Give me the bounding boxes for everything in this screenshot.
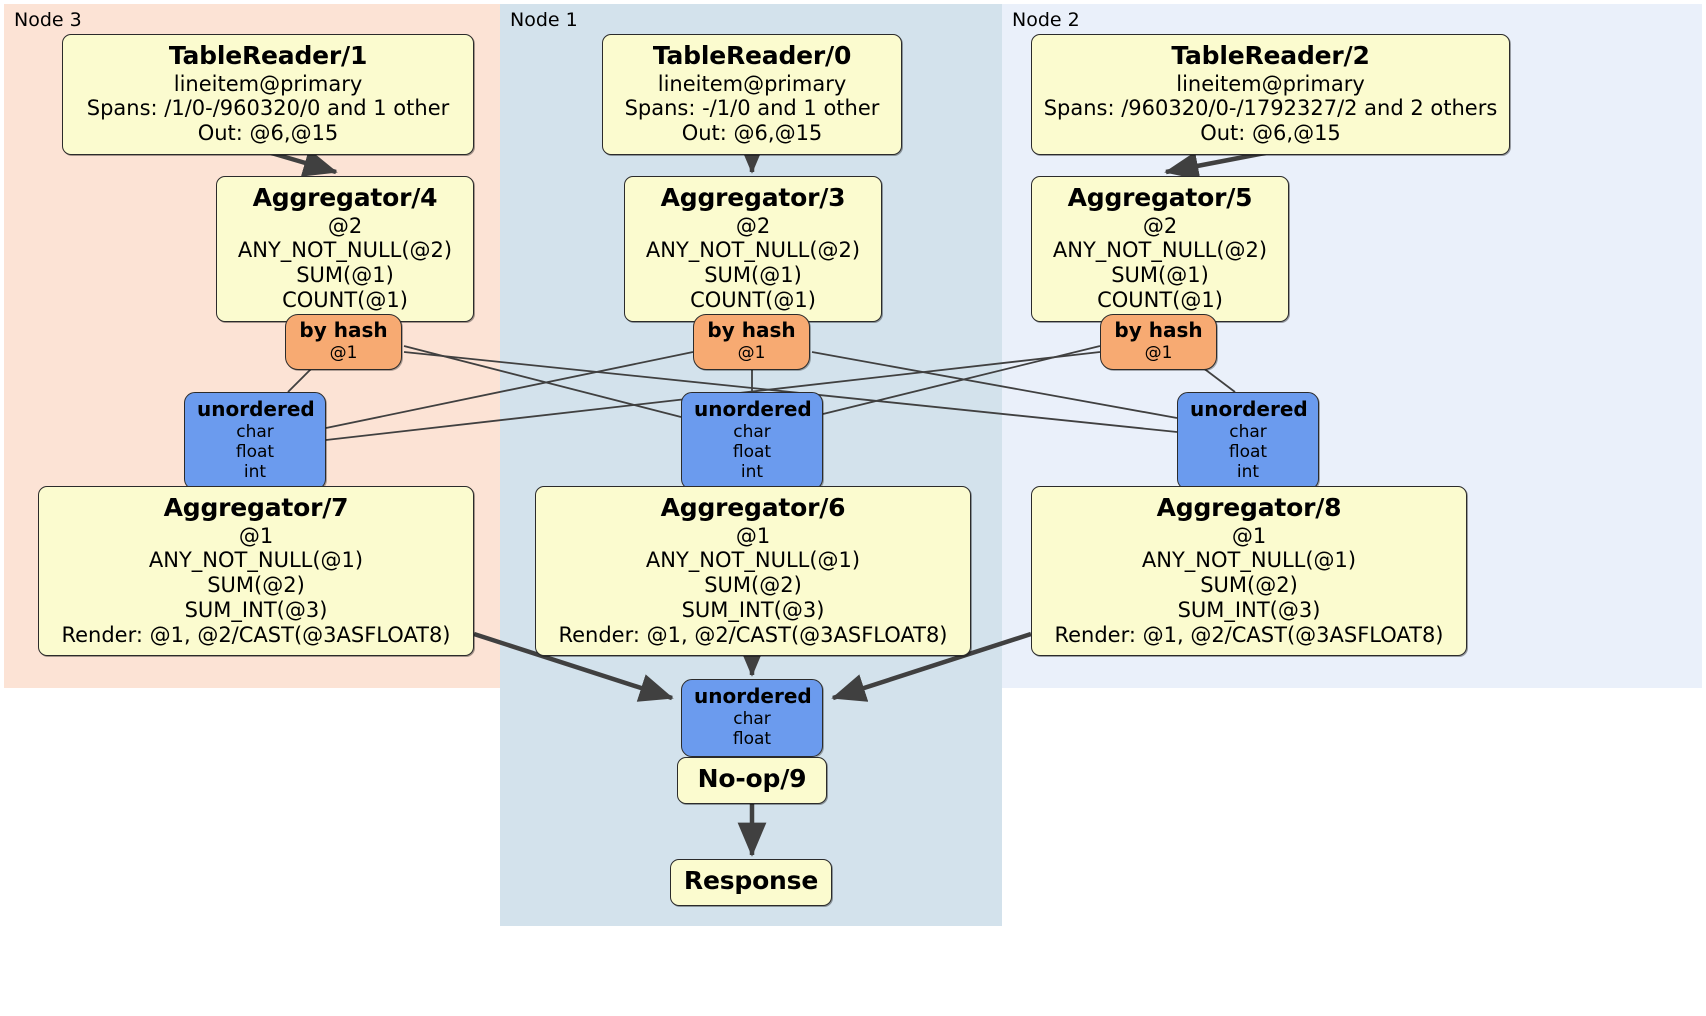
processor-aggregator-6[interactable]: Aggregator/6 @1 ANY_NOT_NULL(@1) SUM(@2)… bbox=[535, 486, 971, 657]
aggregator-4-agg-2: SUM(@1) bbox=[296, 263, 394, 288]
tablereader-0-spans: Spans: -/1/0 and 1 other bbox=[624, 96, 880, 121]
tablereader-0-out: Out: @6,@15 bbox=[681, 121, 823, 146]
aggregator-3-agg-1: ANY_NOT_NULL(@2) bbox=[645, 238, 861, 263]
synchronizer-unordered-aggregator-8[interactable]: unordered char float int bbox=[1177, 392, 1319, 490]
by-hash-3-column: @1 bbox=[737, 342, 766, 363]
aggregator-8-groupby: @1 bbox=[1231, 523, 1267, 548]
router-by-hash-aggregator-3[interactable]: by hash @1 bbox=[693, 314, 810, 370]
tablereader-0-table: lineitem@primary bbox=[657, 71, 847, 96]
aggregator-8-render: Render: @1, @2/CAST(@3ASFLOAT8) bbox=[1054, 622, 1444, 647]
unordered-6-title: unordered bbox=[694, 397, 812, 421]
by-hash-4-title: by hash bbox=[299, 318, 388, 342]
unordered-final-type-1: char bbox=[733, 708, 771, 729]
unordered-8-title: unordered bbox=[1190, 397, 1308, 421]
aggregator-6-agg-3: SUM_INT(@3) bbox=[681, 597, 825, 622]
aggregator-7-agg-3: SUM_INT(@3) bbox=[184, 597, 328, 622]
processor-tablereader-2[interactable]: TableReader/2 lineitem@primary Spans: /9… bbox=[1031, 34, 1510, 155]
unordered-final-type-2: float bbox=[732, 728, 772, 749]
aggregator-6-agg-1: ANY_NOT_NULL(@1) bbox=[645, 548, 861, 573]
aggregator-5-groupby: @2 bbox=[1142, 213, 1178, 238]
unordered-final-title: unordered bbox=[694, 684, 812, 708]
by-hash-3-title: by hash bbox=[707, 318, 796, 342]
aggregator-8-agg-2: SUM(@2) bbox=[1200, 573, 1298, 598]
unordered-8-type-2: float bbox=[1228, 441, 1268, 462]
processor-tablereader-0[interactable]: TableReader/0 lineitem@primary Spans: -/… bbox=[602, 34, 902, 155]
unordered-7-title: unordered bbox=[197, 397, 315, 421]
aggregator-4-agg-3: COUNT(@1) bbox=[282, 287, 408, 312]
processor-response[interactable]: Response bbox=[670, 859, 832, 906]
aggregator-6-groupby: @1 bbox=[735, 523, 771, 548]
aggregator-7-title: Aggregator/7 bbox=[163, 493, 349, 522]
processor-aggregator-7[interactable]: Aggregator/7 @1 ANY_NOT_NULL(@1) SUM(@2)… bbox=[38, 486, 474, 657]
aggregator-7-agg-2: SUM(@2) bbox=[207, 573, 305, 598]
processor-aggregator-8[interactable]: Aggregator/8 @1 ANY_NOT_NULL(@1) SUM(@2)… bbox=[1031, 486, 1467, 657]
tablereader-1-spans: Spans: /1/0-/960320/0 and 1 other bbox=[86, 96, 450, 121]
aggregator-3-agg-2: SUM(@1) bbox=[704, 263, 802, 288]
synchronizer-unordered-aggregator-7[interactable]: unordered char float int bbox=[184, 392, 326, 490]
aggregator-8-agg-1: ANY_NOT_NULL(@1) bbox=[1141, 548, 1357, 573]
aggregator-6-render: Render: @1, @2/CAST(@3ASFLOAT8) bbox=[558, 622, 948, 647]
aggregator-6-agg-2: SUM(@2) bbox=[704, 573, 802, 598]
unordered-6-type-2: float bbox=[732, 441, 772, 462]
tablereader-2-table: lineitem@primary bbox=[1176, 71, 1365, 96]
tablereader-2-spans: Spans: /960320/0-/1792327/2 and 2 others bbox=[1043, 96, 1498, 121]
processor-aggregator-5[interactable]: Aggregator/5 @2 ANY_NOT_NULL(@2) SUM(@1)… bbox=[1031, 176, 1289, 322]
synchronizer-unordered-final[interactable]: unordered char float bbox=[681, 679, 823, 757]
noop-9-title: No-op/9 bbox=[697, 764, 807, 793]
processor-aggregator-4[interactable]: Aggregator/4 @2 ANY_NOT_NULL(@2) SUM(@1)… bbox=[216, 176, 474, 322]
tablereader-2-out: Out: @6,@15 bbox=[1200, 121, 1341, 146]
router-by-hash-aggregator-4[interactable]: by hash @1 bbox=[285, 314, 402, 370]
aggregator-3-agg-3: COUNT(@1) bbox=[690, 287, 816, 312]
aggregator-3-groupby: @2 bbox=[735, 213, 771, 238]
aggregator-8-title: Aggregator/8 bbox=[1156, 493, 1342, 522]
aggregator-4-agg-1: ANY_NOT_NULL(@2) bbox=[237, 238, 453, 263]
aggregator-4-groupby: @2 bbox=[327, 213, 363, 238]
region-node-2-label: Node 2 bbox=[1012, 9, 1080, 31]
aggregator-6-title: Aggregator/6 bbox=[660, 493, 846, 522]
aggregator-4-title: Aggregator/4 bbox=[252, 183, 438, 212]
unordered-7-type-1: char bbox=[236, 421, 274, 442]
aggregator-7-agg-1: ANY_NOT_NULL(@1) bbox=[148, 548, 364, 573]
aggregator-5-agg-3: COUNT(@1) bbox=[1097, 287, 1223, 312]
aggregator-3-title: Aggregator/3 bbox=[660, 183, 846, 212]
aggregator-8-agg-3: SUM_INT(@3) bbox=[1177, 597, 1321, 622]
unordered-7-type-3: int bbox=[243, 461, 267, 482]
unordered-8-type-1: char bbox=[1229, 421, 1267, 442]
tablereader-1-table: lineitem@primary bbox=[173, 71, 363, 96]
tablereader-1-title: TableReader/1 bbox=[168, 41, 368, 70]
unordered-6-type-3: int bbox=[740, 461, 764, 482]
aggregator-5-agg-2: SUM(@1) bbox=[1111, 263, 1209, 288]
processor-tablereader-1[interactable]: TableReader/1 lineitem@primary Spans: /1… bbox=[62, 34, 474, 155]
tablereader-0-title: TableReader/0 bbox=[652, 41, 852, 70]
aggregator-7-groupby: @1 bbox=[238, 523, 274, 548]
by-hash-4-column: @1 bbox=[329, 342, 358, 363]
response-title: Response bbox=[683, 866, 819, 895]
by-hash-5-column: @1 bbox=[1144, 342, 1173, 363]
processor-aggregator-3[interactable]: Aggregator/3 @2 ANY_NOT_NULL(@2) SUM(@1)… bbox=[624, 176, 882, 322]
synchronizer-unordered-aggregator-6[interactable]: unordered char float int bbox=[681, 392, 823, 490]
aggregator-7-render: Render: @1, @2/CAST(@3ASFLOAT8) bbox=[61, 622, 451, 647]
unordered-6-type-1: char bbox=[733, 421, 771, 442]
tablereader-2-title: TableReader/2 bbox=[1171, 41, 1370, 70]
router-by-hash-aggregator-5[interactable]: by hash @1 bbox=[1100, 314, 1217, 370]
processor-noop-9[interactable]: No-op/9 bbox=[677, 757, 827, 804]
by-hash-5-title: by hash bbox=[1114, 318, 1203, 342]
unordered-8-type-3: int bbox=[1236, 461, 1260, 482]
aggregator-5-agg-1: ANY_NOT_NULL(@2) bbox=[1052, 238, 1268, 263]
tablereader-1-out: Out: @6,@15 bbox=[197, 121, 339, 146]
aggregator-5-title: Aggregator/5 bbox=[1067, 183, 1253, 212]
region-node-1-label: Node 1 bbox=[510, 9, 578, 31]
region-node-3-label: Node 3 bbox=[14, 9, 82, 31]
unordered-7-type-2: float bbox=[235, 441, 275, 462]
